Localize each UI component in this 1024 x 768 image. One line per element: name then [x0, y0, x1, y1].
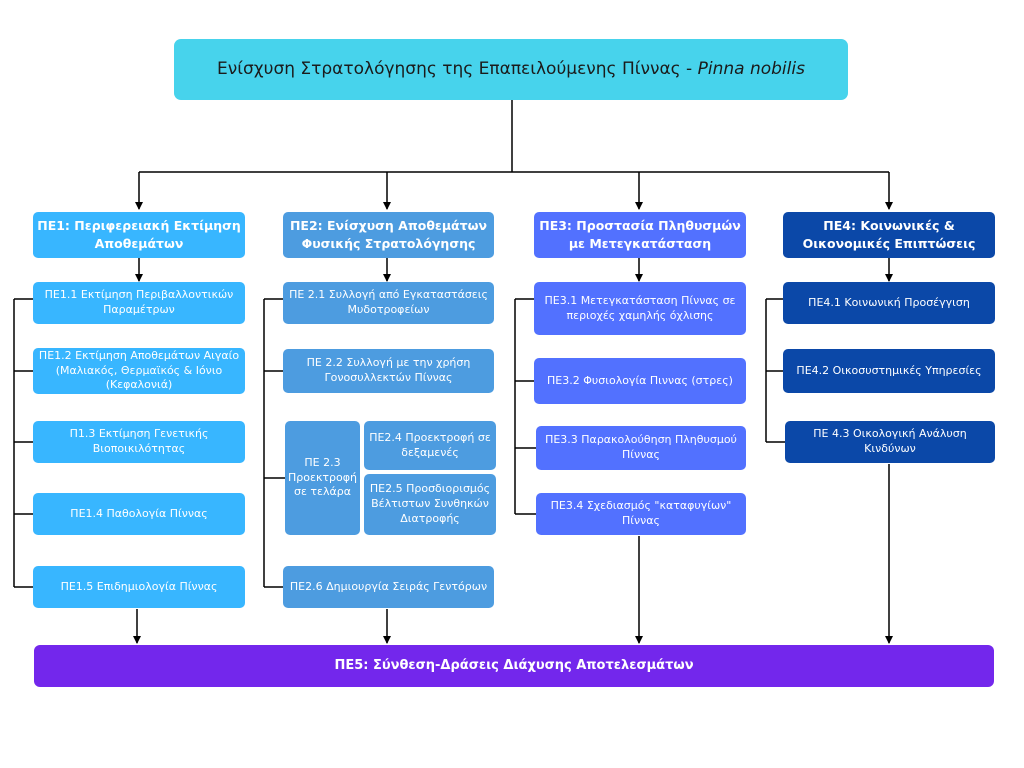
diagram-title: Ενίσχυση Στρατολόγησης της Επαπειλούμενη…: [174, 39, 848, 100]
header-pe4: ΠΕ4: Κοινωνικές & Οικονομικές Επιπτώσεις: [783, 212, 995, 258]
title-main: Ενίσχυση Στρατολόγησης της Επαπειλούμενη…: [217, 59, 698, 80]
task-pe1-3: Π1.3 Εκτίμηση Γενετικής Βιοποικιλότητας: [33, 421, 245, 463]
task-pe1-1: ΠΕ1.1 Εκτίμηση Περιβαλλοντικών Παραμέτρω…: [33, 282, 245, 324]
task-pe3-4: ΠΕ3.4 Σχεδιασμός "καταφυγίων" Πίννας: [536, 493, 746, 535]
task-pe3-1: ΠΕ3.1 Μετεγκατάσταση Πίννας σε περιοχές …: [534, 282, 746, 335]
header-pe2: ΠΕ2: Ενίσχυση Αποθεμάτων Φυσικής Στρατολ…: [283, 212, 494, 258]
task-pe2-1: ΠΕ 2.1 Συλλογή από Εγκαταστάσεις Μυδοτρο…: [283, 282, 494, 324]
header-pe3: ΠΕ3: Προστασία Πληθυσμών με Μετεγκατάστα…: [534, 212, 746, 258]
task-pe3-2: ΠΕ3.2 Φυσιολογία Πιννας (στρες): [534, 358, 746, 404]
task-pe2-5: ΠΕ2.5 Προσδιορισμός Βέλτιστων Συνθηκών Δ…: [364, 474, 496, 535]
task-pe1-2: ΠΕ1.2 Εκτίμηση Αποθεμάτων Αιγαίο (Μαλιακ…: [33, 348, 245, 394]
title-species: Pinna nobilis: [697, 59, 805, 80]
task-pe2-2: ΠΕ 2.2 Συλλογή με την χρήση Γονοσυλλεκτώ…: [283, 349, 494, 393]
task-pe3-3: ΠΕ3.3 Παρακολούθηση Πληθυσμού Πίννας: [536, 426, 746, 470]
task-pe1-4: ΠΕ1.4 Παθολογία Πίννας: [33, 493, 245, 535]
task-pe4-1: ΠΕ4.1 Κοινωνική Προσέγγιση: [783, 282, 995, 324]
synthesis-bar-pe5: ΠΕ5: Σύνθεση-Δράσεις Διάχυσης Αποτελεσμά…: [34, 645, 994, 687]
task-pe2-4: ΠΕ2.4 Προεκτροφή σε δεξαμενές: [364, 421, 496, 470]
task-pe4-2: ΠΕ4.2 Οικοσυστημικές Υπηρεσίες: [783, 349, 995, 393]
task-pe1-5: ΠΕ1.5 Επιδημιολογία Πίννας: [33, 566, 245, 608]
task-pe4-3: ΠΕ 4.3 Οικολογική Ανάλυση Κινδύνων: [785, 421, 995, 463]
header-pe1: ΠΕ1: Περιφερειακή Εκτίμηση Αποθεμάτων: [33, 212, 245, 258]
task-pe2-3: ΠΕ 2.3 Προεκτροφή σε τελάρα: [285, 421, 360, 535]
task-pe2-6: ΠΕ2.6 Δημιουργία Σειράς Γεντόρων: [283, 566, 494, 608]
